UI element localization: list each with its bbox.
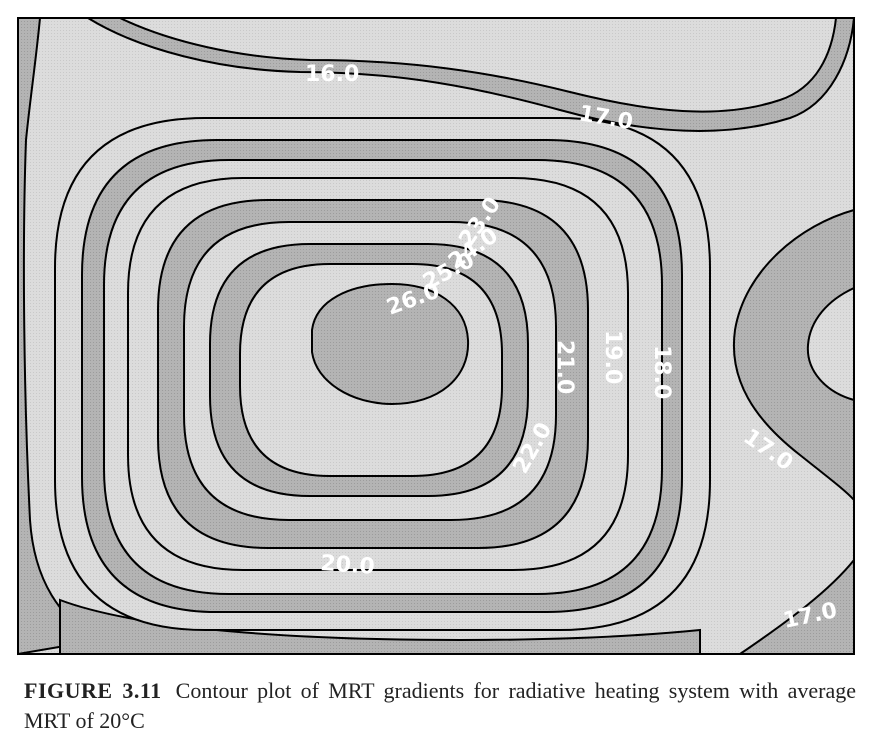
contour-left-edge — [17, 17, 104, 656]
contour-17-band-top — [119, 17, 838, 113]
label-21: 21.0 — [552, 340, 577, 394]
label-16: 16.0 — [305, 62, 359, 87]
label-18: 18.0 — [649, 345, 674, 399]
contour-16-band-right — [806, 286, 855, 402]
label-20: 20.0 — [320, 551, 376, 580]
plot-frame — [17, 17, 855, 655]
figure-number: FIGURE 3.11 — [24, 678, 162, 703]
contour-17-band-right — [732, 208, 855, 503]
contour-26-peak — [311, 282, 470, 406]
caption-text: Contour plot of MRT gradients for radiat… — [24, 678, 857, 733]
label-19: 19.0 — [600, 330, 625, 384]
